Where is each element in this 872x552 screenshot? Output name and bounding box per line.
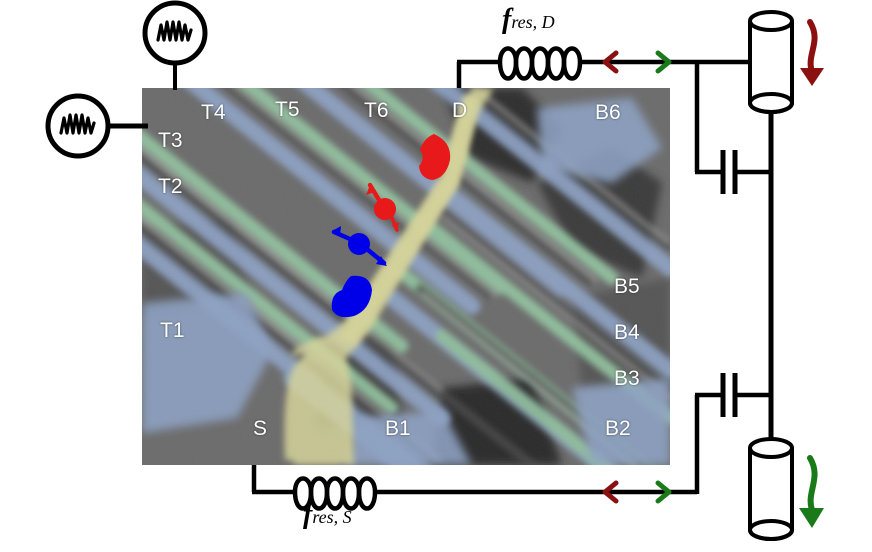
rf-port-cylinder-bottom[interactable] <box>748 437 794 541</box>
drain-resonator-label-sub: res, D <box>511 12 555 32</box>
ac-waveform-icon <box>156 20 193 42</box>
ac-waveform-icon <box>59 113 96 135</box>
source-resonator-branch <box>251 465 697 511</box>
source-resonator-label-main: f <box>303 499 313 530</box>
drain-resonator-label-main: f <box>502 4 512 35</box>
incident-signal-arrow-drain <box>655 50 672 74</box>
incident-signal-arrow-source <box>655 480 672 504</box>
source-resonator-label-sub: res, S <box>312 507 352 527</box>
inductor-drain <box>497 46 583 81</box>
red-dot-drain <box>419 134 451 180</box>
signal-direction-arrow-top <box>800 19 824 86</box>
sem-micrograph-image <box>142 88 670 465</box>
coupling-capacitor-drain <box>720 150 738 194</box>
coupling-capacitor-source <box>720 373 738 417</box>
source-resonator-label: fres, S <box>303 501 352 529</box>
reflected-signal-arrow-drain <box>602 50 619 74</box>
signal-direction-arrow-bottom <box>799 455 824 528</box>
spin-qubit-overlay <box>331 182 399 266</box>
ac-source-upper[interactable] <box>142 0 208 90</box>
rf-routing-lines <box>694 60 774 494</box>
drain-resonator-branch <box>456 46 771 88</box>
quantum-dot-overlay <box>331 134 451 318</box>
rf-port-cylinder-top[interactable] <box>748 10 794 114</box>
drain-resonator-label: fres, D <box>502 6 555 34</box>
reflected-signal-arrow-source <box>602 480 619 504</box>
blue-dot-source <box>331 275 372 318</box>
ac-source-lower[interactable] <box>45 93 148 159</box>
